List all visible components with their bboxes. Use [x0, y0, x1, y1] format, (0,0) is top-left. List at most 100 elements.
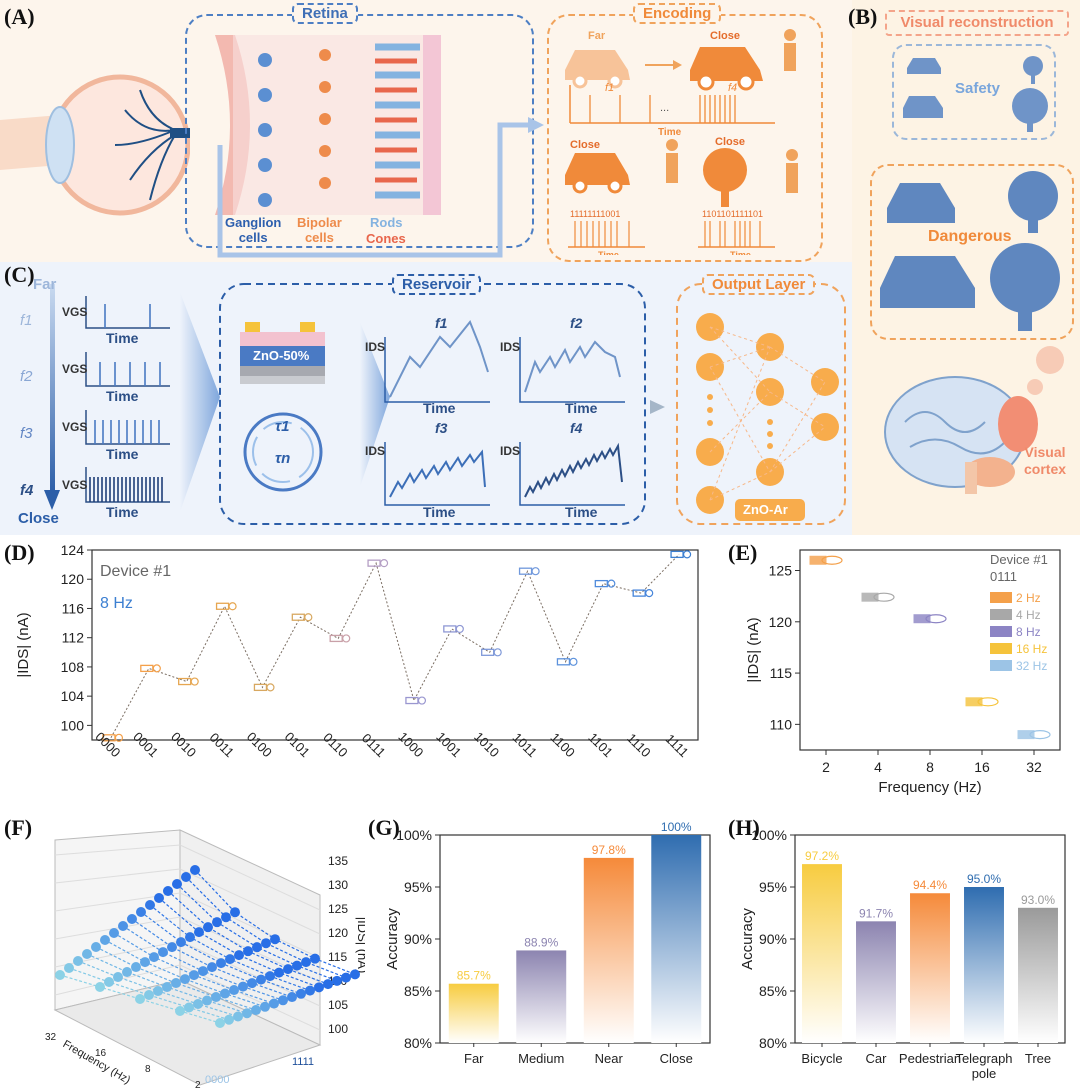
- panel-label-h: (H): [728, 815, 760, 840]
- chart-f-point: [251, 1005, 261, 1016]
- chart-d-xtick-label: 1010: [471, 729, 502, 760]
- chart-f-point: [172, 879, 182, 889]
- chart-f-xtick-label: 32: [45, 1032, 57, 1043]
- chart-e-box: [913, 614, 931, 624]
- chart-f-point: [215, 1018, 225, 1028]
- chart-f-point: [332, 975, 342, 986]
- c-time-label-4: Time: [106, 504, 139, 520]
- chart-f-point: [341, 972, 351, 983]
- chart-h-bar: [964, 887, 1004, 1043]
- res-ids-4: IDS: [500, 444, 521, 458]
- chart-f-point: [216, 958, 226, 969]
- chart-d-point: [304, 613, 313, 622]
- chart-f-xtick-label: 2: [195, 1080, 201, 1088]
- retina-to-encoding-arrow: [217, 117, 544, 258]
- chart-f-floor: [53, 979, 322, 1086]
- chart-g-ytick-label: 85%: [404, 983, 432, 999]
- chart-f-point: [149, 952, 159, 963]
- panel-label-d: (D): [4, 540, 35, 565]
- retina-cells-illustration: [215, 35, 441, 215]
- chart-d-point: [228, 602, 237, 611]
- chart-f-point: [95, 982, 105, 992]
- chart-g-bar: [516, 950, 567, 1043]
- chart-e-violin: [1029, 730, 1051, 740]
- chart-f-point: [176, 937, 186, 948]
- panel-c-illustration: [44, 283, 846, 525]
- chart-d-point: [645, 589, 654, 598]
- chart-h-xtick-label: pole: [972, 1066, 997, 1081]
- chart-g-xtick-label: Near: [595, 1051, 624, 1066]
- res-f4: f4: [570, 420, 583, 436]
- chart-f-point: [243, 946, 253, 957]
- chart-d-ytick-label: 104: [61, 688, 85, 704]
- c-time-label-3: Time: [106, 446, 139, 462]
- chart-h-bar: [910, 893, 950, 1043]
- enc-time-label-3: Time: [730, 250, 751, 255]
- chart-f-ztick-label: 120: [328, 926, 348, 940]
- chart-f-xtick-label: 16: [95, 1048, 107, 1059]
- chart-f-point: [203, 922, 213, 933]
- enc-f1-label: f1: [605, 82, 614, 94]
- chart-d-point: [531, 567, 540, 576]
- output-material-label: ZnO-Ar: [743, 502, 788, 517]
- res-f1: f1: [435, 315, 448, 331]
- chart-h-ytick-label: 100%: [751, 827, 787, 843]
- chart-d-box: [291, 613, 305, 621]
- chart-h-xtick-label: Tree: [1025, 1051, 1051, 1066]
- panel-label-e: (E): [728, 540, 758, 565]
- panel-label-f: (F): [4, 815, 33, 840]
- ganglion-label-line1: Ganglion: [225, 215, 282, 230]
- chart-f-ztick-label: 105: [328, 998, 348, 1012]
- chart-g-ytick-label: 100%: [396, 827, 432, 843]
- chart-f-point: [256, 974, 266, 985]
- chart-e-ytick-label: 125: [769, 563, 793, 579]
- c-vgs-label-1: VGS: [62, 305, 88, 319]
- chart-h-ylabel: Accuracy: [739, 908, 756, 970]
- res-time-2: Time: [565, 400, 598, 416]
- chart-h-data-label: 93.0%: [1021, 893, 1055, 907]
- chart-d-box: [215, 602, 230, 610]
- chart-d-trend-line: [110, 554, 680, 739]
- chart-e-ytick-label: 110: [770, 716, 793, 732]
- enc-close-label-1: Close: [710, 30, 740, 42]
- chart-f-point: [131, 962, 141, 973]
- dangerous-box: [870, 164, 1074, 340]
- chart-e-xtick-label: 16: [974, 759, 990, 775]
- chart-f-point: [104, 977, 114, 988]
- dangerous-label: Dangerous: [928, 228, 1012, 245]
- chart-f-zlabel: |IDS| (nA): [355, 917, 365, 974]
- ganglion-label: Ganglion cells: [225, 215, 281, 245]
- chart-f-point: [64, 963, 74, 973]
- chart-f-point: [118, 921, 128, 931]
- chart-d-xtick-label: 1111: [663, 731, 692, 760]
- chart-f-point: [207, 962, 217, 973]
- chart-e-xtick-label: 2: [822, 759, 830, 775]
- chart-d-xtick-label: 0111: [359, 730, 389, 760]
- bipolar-label: Bipolar cells: [297, 215, 342, 245]
- chart-f-point: [113, 972, 123, 983]
- enc-close-label-2: Close: [570, 139, 600, 151]
- chart-f-point: [122, 967, 132, 978]
- chart-h-xtick-label: Car: [866, 1051, 888, 1066]
- chart-d-point: [114, 733, 124, 742]
- chart-d-point: [417, 696, 427, 705]
- chart-f-ztick-label: 115: [328, 950, 347, 964]
- chart-e-ytick-label: 115: [770, 665, 793, 681]
- chart-e-legend-label: 4 Hz: [1016, 608, 1041, 622]
- chart-f-point: [292, 960, 302, 971]
- visual-cortex-label: Visual cortex: [1024, 444, 1066, 478]
- chart-e-legend-title: Device #1: [990, 552, 1048, 567]
- chart-d-point: [266, 683, 275, 692]
- chart-h-bar: [1018, 907, 1058, 1043]
- chart-h-ytick-label: 85%: [759, 983, 787, 999]
- chart-f-point: [145, 900, 155, 910]
- chart-f-grid-line: [54, 844, 181, 856]
- chart-f-point: [220, 988, 230, 999]
- chart-f-point: [301, 957, 311, 968]
- chart-d-point: [493, 648, 502, 657]
- chart-h-xtick-label: Bicycle: [801, 1051, 842, 1066]
- c-time-label-2: Time: [106, 388, 139, 404]
- chart-e-xtick-label: 4: [874, 759, 882, 775]
- chart-f-point: [221, 912, 231, 923]
